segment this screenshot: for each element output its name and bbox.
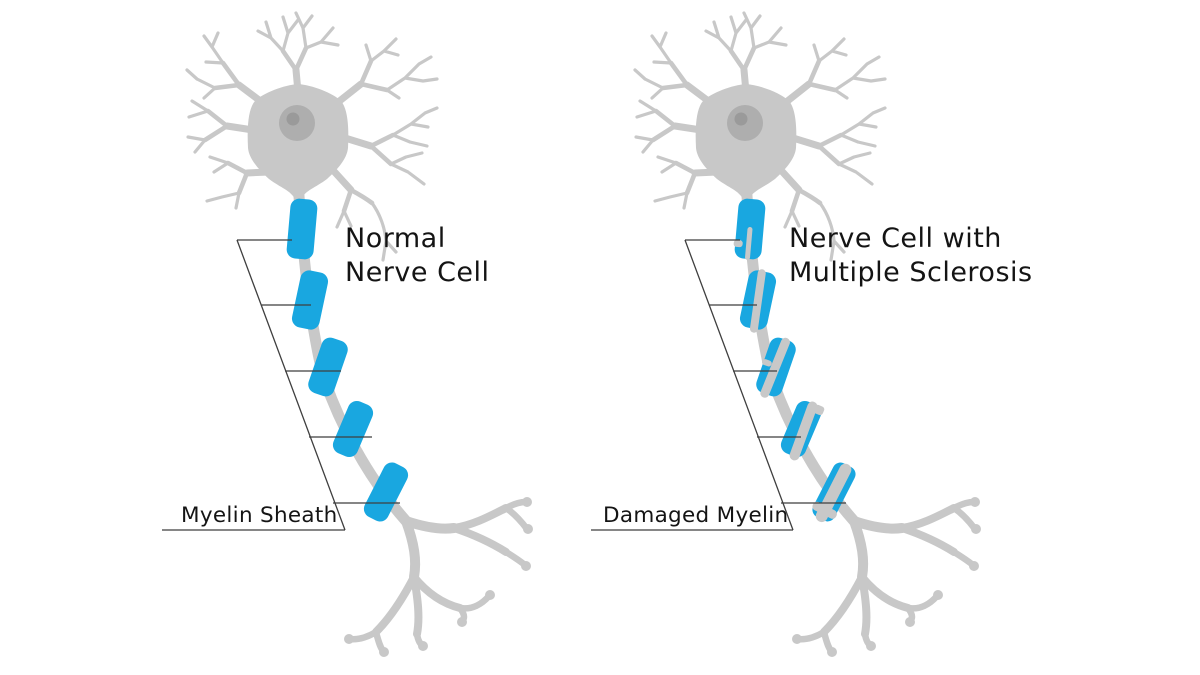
normal-neuron-illustration: [187, 13, 533, 657]
damaged-myelin-segment: [780, 400, 825, 461]
myelin-segment: [308, 337, 348, 397]
myelin-segment: [291, 270, 329, 330]
ms-cell-title-line1: Nerve Cell with: [789, 223, 1002, 254]
normal-cell-title-line1: Normal: [345, 223, 446, 254]
ms-neuron-illustration: [635, 13, 981, 657]
damaged-myelin-segment: [739, 269, 777, 333]
damaged-myelin-segments: [733, 198, 856, 523]
myelin-segment: [286, 198, 318, 260]
myelin-sheath-label: Myelin Sheath: [181, 503, 338, 528]
myelin-sheath-callout-bracket: [162, 239, 400, 531]
damaged-myelin-callout-bracket: [591, 239, 846, 531]
damaged-myelin-label: Damaged Myelin: [603, 503, 789, 528]
myelin-sheath-segments: [286, 198, 409, 522]
damaged-myelin-segment: [812, 462, 856, 523]
myelin-segment: [363, 462, 409, 522]
normal-cell-title: Normal Nerve Cell: [345, 222, 490, 290]
normal-cell-title-line2: Nerve Cell: [345, 256, 490, 288]
damaged-myelin-segment: [733, 198, 766, 260]
ms-cell-title: Nerve Cell with Multiple Sclerosis: [789, 222, 1033, 290]
myelin-segment: [332, 400, 374, 458]
ms-cell-title-line2: Multiple Sclerosis: [789, 256, 1033, 288]
damaged-myelin-segment: [756, 337, 796, 398]
